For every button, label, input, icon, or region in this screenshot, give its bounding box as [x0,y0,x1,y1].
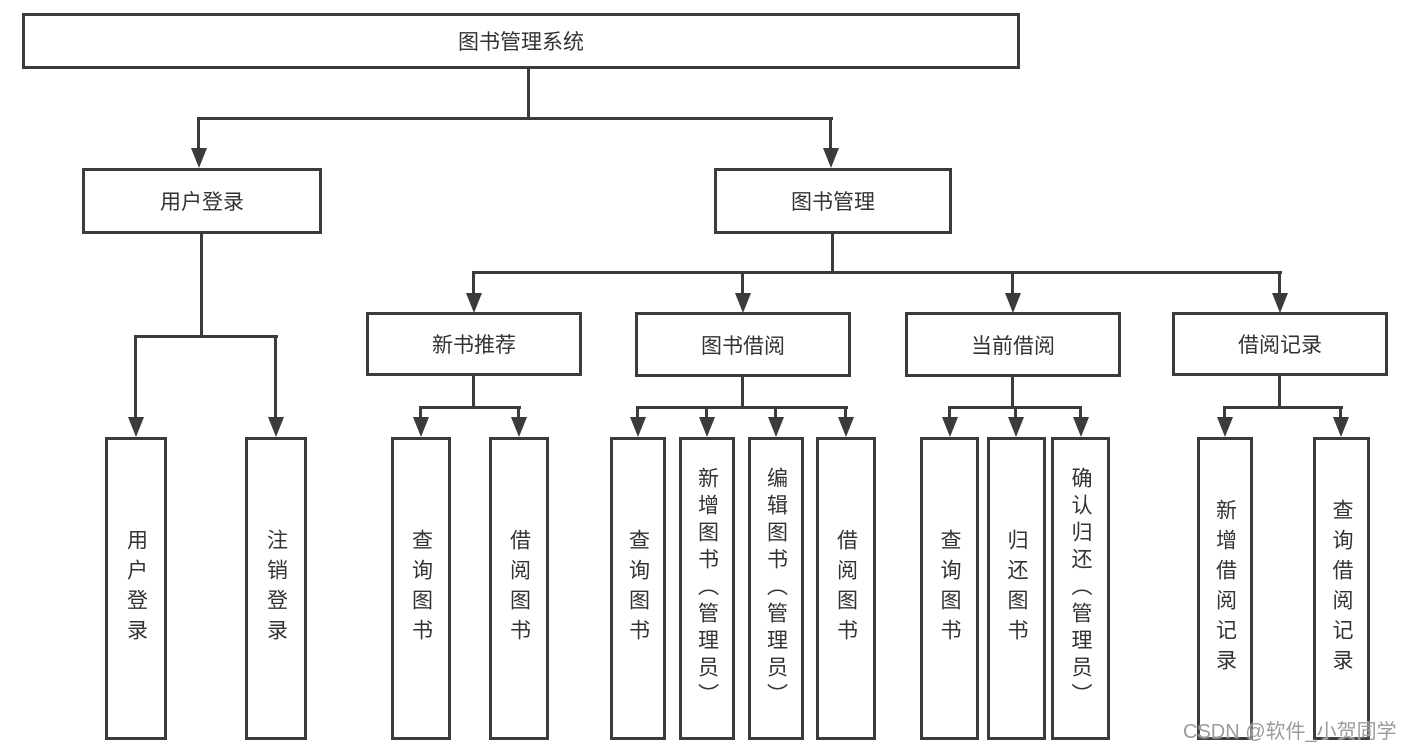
connector-line [200,234,203,337]
connector-line [1011,271,1014,295]
node-leaf-cb-confirm-label: 确认归还（管理员） [1069,467,1092,710]
connector-line [829,117,832,151]
node-leaf-logout-label: 注销登录 [264,528,288,649]
connector-line [1223,406,1343,409]
arrow-down-icon [823,148,839,168]
node-user-login-label: 用户登录 [160,191,244,214]
node-leaf-cb-query: 查询图书 [920,437,979,740]
connector-line [705,406,708,419]
node-leaf-logout: 注销登录 [245,437,307,740]
connector-line [527,69,530,120]
arrow-down-icon [511,417,527,437]
connector-line [1079,406,1082,419]
node-leaf-bb-borrow: 借阅图书 [816,437,876,740]
arrow-down-icon [128,417,144,437]
node-current-borrow-label: 当前借阅 [971,334,1055,358]
node-leaf-bb-edit: 编辑图书（管理员） [748,437,804,740]
connector-line [419,406,521,409]
arrow-down-icon [268,417,284,437]
node-leaf-cb-query-label: 查询图书 [938,528,961,649]
arrow-down-icon [1073,417,1089,437]
arrow-down-icon [768,417,784,437]
node-leaf-nb-query-label: 查询图书 [409,528,433,649]
node-leaf-bb-query-label: 查询图书 [626,528,650,649]
connector-line [844,406,847,419]
csdn-watermark: CSDN @软件_小贺同学 [1183,721,1397,743]
connector-line [472,271,1282,274]
arrow-down-icon [942,417,958,437]
connector-line [197,117,200,151]
connector-line [774,406,777,419]
connector-line [1014,406,1017,419]
arrow-down-icon [735,293,751,313]
node-borrow-records-label: 借阅记录 [1238,334,1322,357]
connector-line [274,335,277,420]
node-borrow-records: 借阅记录 [1172,312,1388,376]
node-root: 图书管理系统 [22,13,1020,69]
arrow-down-icon [191,148,207,168]
node-leaf-bb-add: 新增图书（管理员） [679,437,735,740]
arrow-down-icon [466,293,482,313]
node-leaf-cb-confirm: 确认归还（管理员） [1051,437,1110,740]
node-leaf-bb-edit-label: 编辑图书（管理员） [764,467,788,710]
arrow-down-icon [1008,417,1024,437]
node-leaf-br-query-label: 查询借阅记录 [1330,498,1353,679]
arrow-down-icon [1272,293,1288,313]
node-leaf-bb-query: 查询图书 [610,437,666,740]
arrow-down-icon [1005,293,1021,313]
node-book-mgmt-label: 图书管理 [791,191,875,214]
node-leaf-user-login: 用户登录 [105,437,167,740]
connector-line [636,406,639,419]
connector-line [472,271,475,295]
connector-line [134,335,278,338]
connector-line [831,234,834,274]
arrow-down-icon [630,417,646,437]
connector-line [1223,406,1226,419]
arrow-down-icon [413,417,429,437]
connector-line [197,117,833,120]
node-book-borrow: 图书借阅 [635,312,851,377]
node-root-label: 图书管理系统 [458,31,584,54]
node-leaf-bb-borrow-label: 借阅图书 [834,528,858,649]
node-leaf-cb-return: 归还图书 [987,437,1046,740]
node-book-borrow-label: 图书借阅 [701,334,785,358]
node-leaf-br-add: 新增借阅记录 [1197,437,1253,740]
node-book-mgmt: 图书管理 [714,168,952,234]
connector-line [741,271,744,295]
node-leaf-nb-query: 查询图书 [391,437,451,740]
connector-line [517,406,520,419]
connector-line [741,376,744,409]
connector-line [1278,271,1281,295]
node-leaf-cb-return-label: 归还图书 [1005,528,1028,649]
node-new-book-rec-label: 新书推荐 [432,334,516,357]
connector-line [636,406,848,409]
connector-line [1011,376,1014,409]
connector-line [472,375,475,409]
node-leaf-br-add-label: 新增借阅记录 [1213,498,1237,679]
node-leaf-br-query: 查询借阅记录 [1313,437,1370,740]
arrow-down-icon [1217,417,1233,437]
node-user-login: 用户登录 [82,168,322,234]
arrow-down-icon [1333,417,1349,437]
connector-line [1339,406,1342,419]
arrow-down-icon [838,417,854,437]
arrow-down-icon [699,417,715,437]
connector-line [419,406,422,419]
node-leaf-nb-borrow: 借阅图书 [489,437,549,740]
connector-line [134,335,137,420]
node-current-borrow: 当前借阅 [905,312,1121,377]
node-new-book-rec: 新书推荐 [366,312,582,376]
node-leaf-bb-add-label: 新增图书（管理员） [695,467,719,710]
connector-line [1278,375,1281,409]
node-leaf-nb-borrow-label: 借阅图书 [507,528,531,649]
connector-line [948,406,951,419]
node-leaf-user-login-label: 用户登录 [124,528,148,649]
